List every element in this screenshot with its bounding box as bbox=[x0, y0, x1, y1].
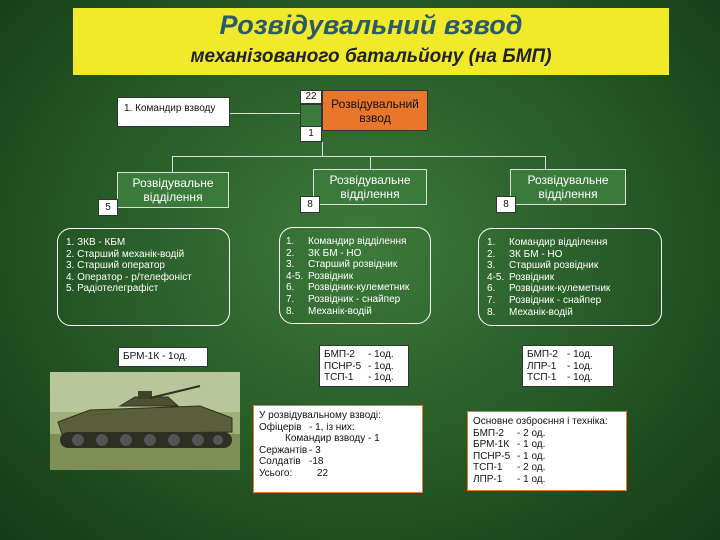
list-item: ПСНР-5- 1од. bbox=[324, 360, 394, 372]
list-item: ТСП-1- 1од. bbox=[324, 372, 394, 384]
title-band bbox=[73, 8, 669, 75]
connector-horizontal bbox=[172, 156, 546, 157]
list-item: 8.Механік-водій bbox=[487, 306, 573, 318]
platoon-count: 22 bbox=[305, 91, 317, 102]
right-squad-count-box: 8 bbox=[496, 196, 516, 213]
commander-box: 1. Командир взводу bbox=[117, 97, 230, 127]
platoon-count-box: 22 bbox=[300, 90, 322, 104]
left-squad-count-box: 5 bbox=[98, 199, 118, 216]
list-item: БМП-2- 1од. bbox=[527, 349, 593, 360]
center-squad-title: Розвідувальне відділення bbox=[329, 173, 411, 201]
list-item: 4-5.Розвідник bbox=[286, 270, 354, 282]
center-vehicles-box: БМП-2- 1од. ПСНР-5- 1од. ТСП-1- 1од. bbox=[319, 345, 409, 387]
list-item: ПСНР-5- 1 од. bbox=[473, 450, 546, 462]
center-squad-count-box: 8 bbox=[300, 196, 320, 213]
list-item: 6.Розвідник-кулеметник bbox=[487, 283, 611, 295]
list-item: 3. Старший оператор bbox=[66, 260, 165, 272]
left-vehicle-box: БРМ-1К - 1од. bbox=[118, 347, 208, 367]
personnel-summary: У розвідувальному взводі: Офіцерів- 1, і… bbox=[253, 405, 423, 493]
page-subtitle: механізованого батальйону (на БМП) bbox=[190, 46, 552, 67]
equipment-heading: Основне озброєння і техніка: bbox=[473, 416, 608, 427]
left-squad-roster: 1. ЗКВ - КБМ 2. Старший механік-водій 3.… bbox=[57, 228, 230, 326]
list-item: 2. Старший механік-водій bbox=[66, 248, 185, 260]
personnel-heading: У розвідувальному взводі: bbox=[259, 410, 381, 421]
list-item: 6.Розвідник-кулеметник bbox=[286, 282, 410, 294]
list-item: 5. Радіотелеграфіст bbox=[66, 283, 159, 295]
list-item: 1. ЗКВ - КБМ bbox=[66, 237, 126, 248]
list-item: БРМ-1К- 1 од. bbox=[473, 439, 546, 451]
list-item: 7.Розвідник - снайпер bbox=[487, 294, 602, 306]
left-vehicle: БРМ-1К - 1од. bbox=[123, 351, 188, 362]
right-squad-title: Розвідувальне відділення bbox=[527, 173, 609, 201]
list-item: Солдатів-18 bbox=[259, 456, 324, 468]
connector-commander bbox=[230, 113, 300, 114]
connector-right bbox=[545, 156, 546, 170]
list-item: 4. Оператор - р/телефоніст bbox=[66, 271, 192, 283]
list-item: Командир взводу - 1 bbox=[285, 433, 380, 445]
list-item: 8.Механік-водій bbox=[286, 305, 372, 317]
center-squad-roster: 1.Командир відділення 2.ЗК БМ - НО 3.Ста… bbox=[279, 227, 431, 324]
left-squad-count: 5 bbox=[105, 202, 111, 213]
list-item: БМП-2- 1од. bbox=[324, 349, 394, 360]
equipment-summary: Основне озброєння і техніка: БМП-2- 2 од… bbox=[467, 411, 627, 491]
list-item: Сержантів- 3 bbox=[259, 444, 321, 456]
bmp-vehicle-image bbox=[50, 372, 240, 470]
center-squad-count: 8 bbox=[307, 199, 313, 210]
platoon-label: Розвідувальний взвод bbox=[331, 96, 419, 125]
list-item: Офіцерів- 1, із них: bbox=[259, 421, 355, 433]
connector-center bbox=[370, 156, 371, 170]
list-item: ТСП-1- 2 од. bbox=[473, 462, 546, 474]
list-item: ЛПР-1- 1 од. bbox=[473, 473, 546, 485]
platoon-spacer bbox=[300, 104, 322, 128]
right-vehicles-box: БМП-2- 1од. ЛПР-1- 1од. ТСП-1- 1од. bbox=[522, 345, 614, 387]
list-item: 1.Командир відділення bbox=[487, 237, 608, 248]
list-item: ТСП-1- 1од. bbox=[527, 372, 593, 384]
list-item: ЛПР-1- 1од. bbox=[527, 360, 593, 372]
platoon-officer-box: 1 bbox=[300, 126, 322, 142]
list-item: 4-5.Розвідник bbox=[487, 271, 555, 283]
platoon-officer-count: 1 bbox=[308, 128, 314, 139]
connector-left bbox=[172, 156, 173, 172]
left-squad-title: Розвідувальне відділення bbox=[132, 176, 214, 204]
right-squad-count: 8 bbox=[503, 199, 509, 210]
commander-label: 1. Командир взводу bbox=[124, 103, 216, 114]
list-item: 3.Старший розвідник bbox=[286, 259, 398, 271]
page-title: Розвідувальний взвод bbox=[219, 10, 523, 40]
left-squad-box: Розвідувальне відділення bbox=[117, 172, 229, 208]
list-item: БМП-2- 2 од. bbox=[473, 427, 546, 439]
list-item: 1.Командир відділення bbox=[286, 236, 407, 247]
connector-platoon-down bbox=[322, 142, 323, 156]
list-item: 3.Старший розвідник bbox=[487, 260, 599, 272]
list-item: Усього:22 bbox=[259, 467, 329, 479]
platoon-box: Розвідувальний взвод bbox=[322, 90, 428, 131]
list-item: 2.ЗК БМ - НО bbox=[286, 247, 362, 259]
list-item: 7.Розвідник - снайпер bbox=[286, 293, 401, 305]
right-squad-roster: 1.Командир відділення 2.ЗК БМ - НО 3.Ста… bbox=[478, 228, 662, 326]
center-squad-box: Розвідувальне відділення bbox=[313, 169, 427, 205]
list-item: 2.ЗК БМ - НО bbox=[487, 248, 563, 260]
right-squad-box: Розвідувальне відділення bbox=[510, 169, 626, 205]
